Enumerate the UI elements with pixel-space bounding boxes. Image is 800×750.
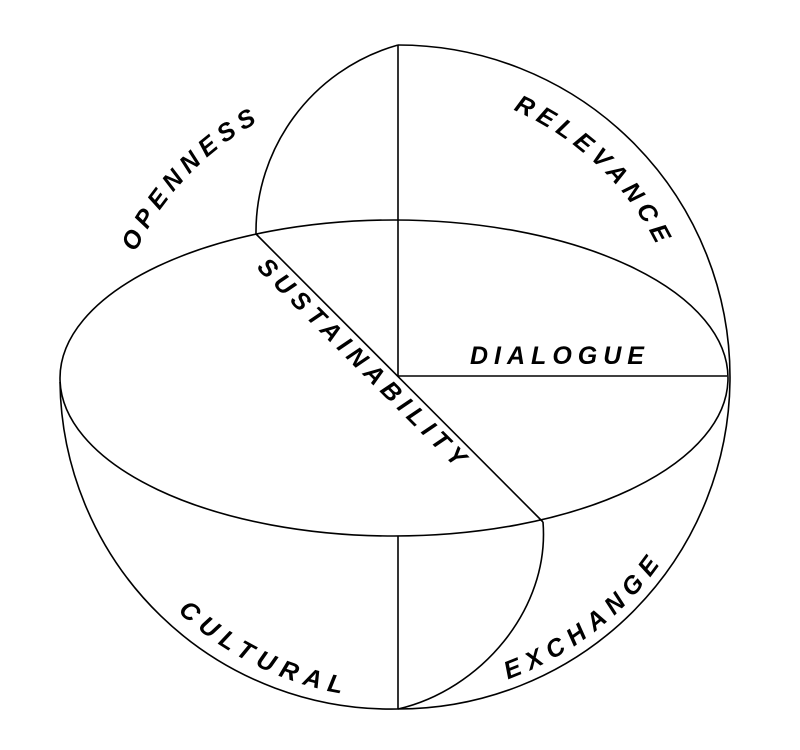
sphere-outline-right: [397, 44, 731, 710]
bottom-cut-arc: [397, 521, 545, 710]
label-relevance: RELEVANCE: [511, 90, 679, 253]
sphere-outline-lower-left: [59, 381, 399, 710]
label-exchange: EXCHANGE: [500, 546, 669, 685]
label-sustainability: SUSTAINABILITY: [252, 252, 476, 476]
label-openness: OPENNESS: [116, 100, 266, 255]
diagonal-axis: [255, 233, 544, 523]
top-cut-arc: [255, 44, 399, 235]
label-dialogue: DIALOGUE: [470, 342, 650, 370]
equator-ellipse: [59, 219, 729, 537]
